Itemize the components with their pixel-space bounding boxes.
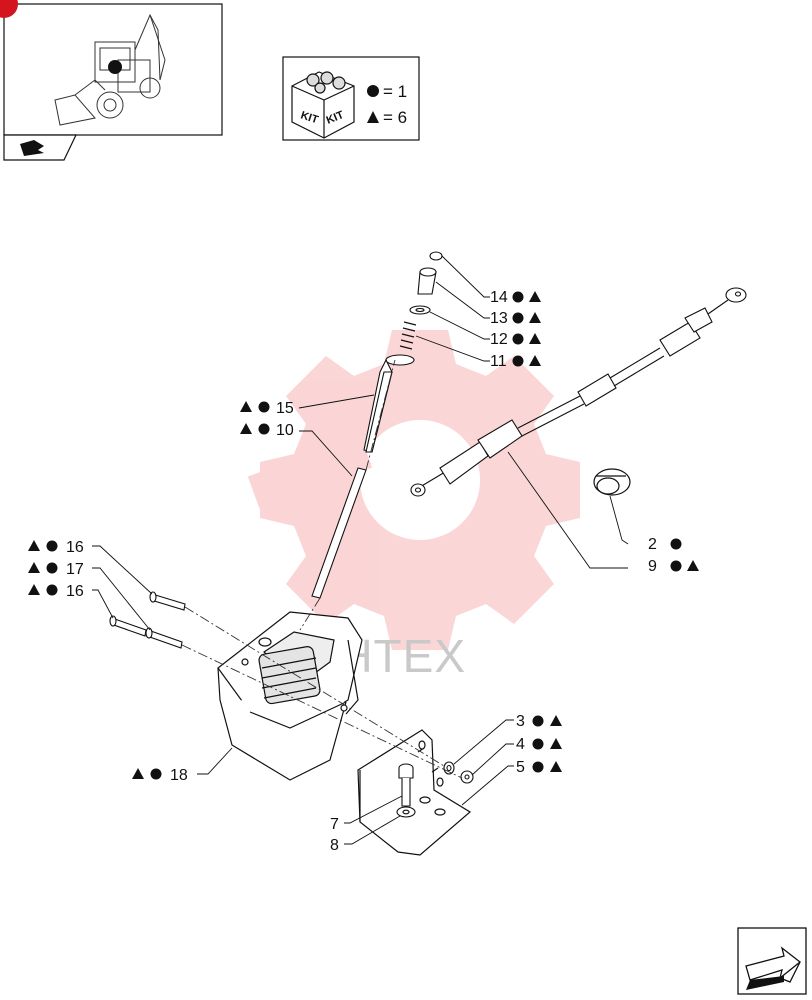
callout-number: 7 xyxy=(330,816,339,833)
triangle-symbol xyxy=(28,584,40,595)
triangle-symbol xyxy=(550,761,562,772)
callout-number: 8 xyxy=(330,837,339,854)
circle-symbol xyxy=(512,333,524,345)
kit-circle-symbol xyxy=(367,85,379,97)
callout-4: 4 xyxy=(516,736,562,753)
kit-legend-box: KIT KIT = 1 = 6 xyxy=(282,56,420,141)
thumbnail-frame xyxy=(0,0,223,161)
callout-11: 11 xyxy=(490,353,541,370)
circle-symbol xyxy=(670,560,682,572)
triangle-symbol xyxy=(132,768,144,779)
circle-symbol xyxy=(46,540,58,552)
circle-symbol xyxy=(258,423,270,435)
callout-13: 13 xyxy=(490,310,541,327)
kit-word-left: KIT xyxy=(299,109,320,126)
callout-7: 7 xyxy=(330,816,339,833)
callout-16-upper: 16 xyxy=(28,539,84,556)
callout-number: 10 xyxy=(276,422,294,439)
part-cable-9 xyxy=(410,287,747,497)
arrow-right-icon[interactable] xyxy=(737,927,807,995)
circle-symbol xyxy=(532,761,544,773)
circle-symbol xyxy=(512,291,524,303)
callout-15: 15 xyxy=(240,400,294,417)
kit-circle-text: = 1 xyxy=(383,82,407,101)
triangle-symbol xyxy=(529,355,541,366)
kit-box-icon xyxy=(291,71,355,139)
circle-symbol xyxy=(532,715,544,727)
callout-number: 5 xyxy=(516,759,525,776)
callout-2: 2 xyxy=(648,536,682,553)
callout-number: 17 xyxy=(66,561,84,578)
leader-lines xyxy=(92,255,629,845)
triangle-symbol xyxy=(240,423,252,434)
callout-number: 16 xyxy=(66,539,84,556)
part-washer-8 xyxy=(396,806,416,818)
triangle-symbol xyxy=(28,562,40,573)
callout-9: 9 xyxy=(648,558,699,575)
part-bolts-16-17 xyxy=(109,591,186,649)
callout-number: 11 xyxy=(490,353,507,370)
callout-14: 14 xyxy=(490,289,541,306)
part-hardware-3-4 xyxy=(443,761,474,784)
part-bushing-13 xyxy=(417,267,437,295)
callout-number: 2 xyxy=(648,536,657,553)
triangle-symbol xyxy=(687,560,699,571)
callout-number: 18 xyxy=(170,767,188,784)
callout-number: 3 xyxy=(516,713,525,730)
callout-5: 5 xyxy=(516,759,562,776)
circle-symbol xyxy=(46,562,58,574)
triangle-symbol xyxy=(28,540,40,551)
kit-triangle-text: = 6 xyxy=(383,108,407,127)
part-bolt-7 xyxy=(398,763,414,807)
triangle-symbol xyxy=(529,291,541,302)
callout-number: 16 xyxy=(66,583,84,600)
corner-marker xyxy=(0,0,18,18)
circle-symbol xyxy=(46,584,58,596)
callout-17: 17 xyxy=(28,561,84,578)
alignment-lines xyxy=(181,359,463,779)
part-cap-14 xyxy=(429,251,443,261)
triangle-symbol xyxy=(550,715,562,726)
callout-10: 10 xyxy=(240,422,294,439)
circle-symbol xyxy=(150,768,162,780)
part-spring-11 xyxy=(399,321,417,350)
callout-number: 15 xyxy=(276,400,294,417)
part-bracket xyxy=(357,729,472,856)
circle-symbol xyxy=(670,538,682,550)
part-console-18 xyxy=(217,611,363,781)
triangle-symbol xyxy=(529,312,541,323)
triangle-symbol xyxy=(240,401,252,412)
callout-number: 14 xyxy=(490,289,508,306)
triangle-symbol xyxy=(529,333,541,344)
callout-12: 12 xyxy=(490,331,541,348)
callout-18: 18 xyxy=(132,767,188,784)
callout-16-lower: 16 xyxy=(28,583,84,600)
part-lever-15 xyxy=(363,354,415,453)
triangle-symbol xyxy=(550,738,562,749)
callout-8: 8 xyxy=(330,837,339,854)
circle-symbol xyxy=(512,355,524,367)
circle-symbol xyxy=(258,401,270,413)
watermark-gear xyxy=(247,330,580,650)
kit-triangle-symbol xyxy=(367,111,379,123)
callout-number: 9 xyxy=(648,558,657,575)
part-washer-12 xyxy=(409,305,431,315)
arrow-left-icon[interactable] xyxy=(20,140,44,156)
backhoe-loader-thumbnail xyxy=(54,13,166,126)
part-grommet-2 xyxy=(593,468,631,496)
callout-number: 4 xyxy=(516,736,525,753)
callout-3: 3 xyxy=(516,713,562,730)
circle-symbol xyxy=(532,738,544,750)
callout-number: 13 xyxy=(490,310,508,327)
circle-symbol xyxy=(512,312,524,324)
callout-number: 12 xyxy=(490,331,508,348)
